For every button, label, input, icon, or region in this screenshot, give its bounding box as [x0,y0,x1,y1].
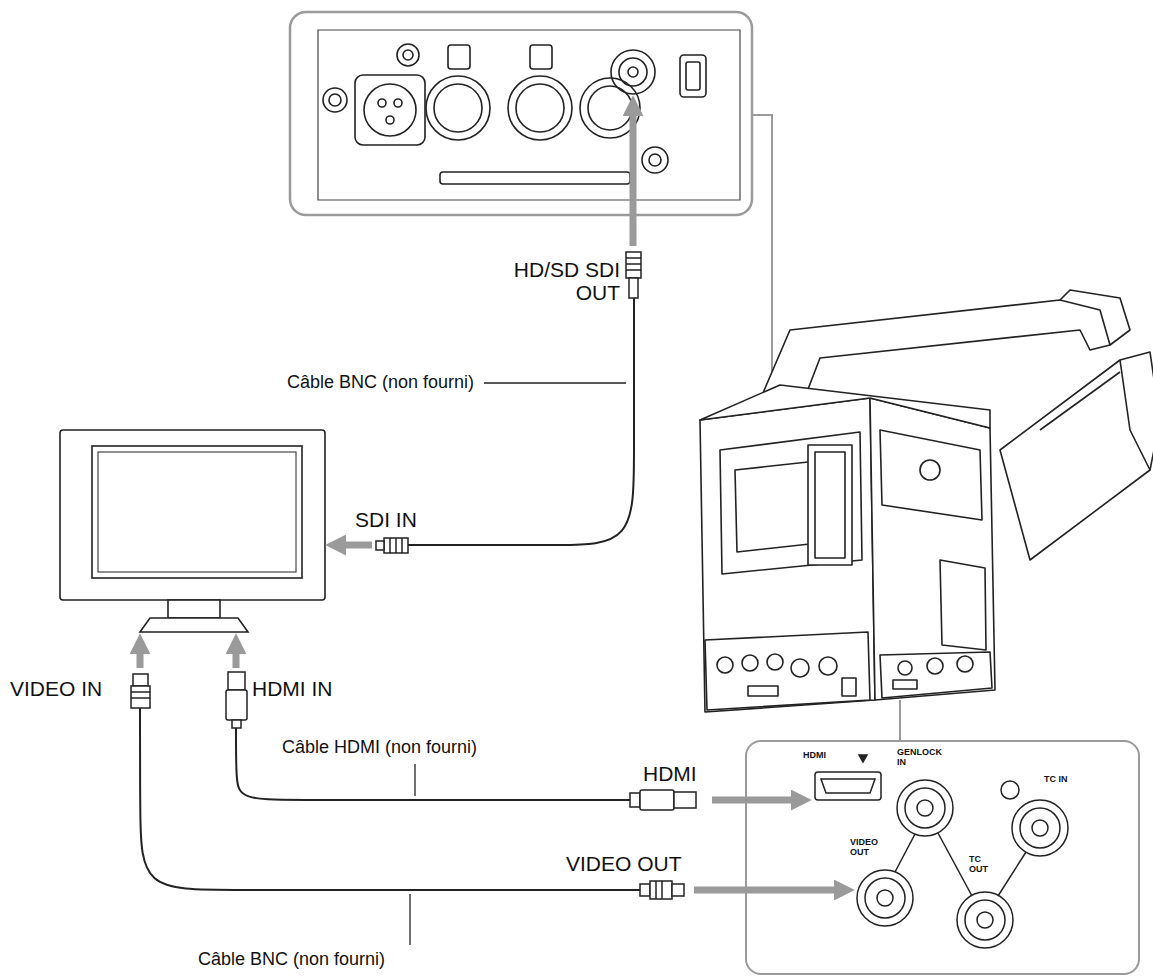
camcorder [700,290,1153,712]
cable [236,728,630,800]
cable-label: Câble BNC (non fourni) [198,950,385,970]
connector-panel-ports [815,755,1068,948]
connector-name: VIDEO OUT [566,852,682,875]
connector-name: HD/SD SDI OUT [490,258,620,304]
port-label: TC OUT [969,855,999,875]
cable-label: Câble HDMI (non fourni) [282,738,477,758]
port-label: GENLOCK IN [897,748,949,768]
connector-name: VIDEO IN [10,677,102,700]
connector-name: SDI IN [355,508,417,531]
top-inset-panel [290,12,752,215]
port-label: TC IN [1044,775,1068,785]
monitor [60,430,325,632]
cable-label: Câble BNC (non fourni) [287,373,474,393]
cable [140,708,640,890]
cable [408,298,634,545]
connector-panel-inset: HDMI GENLOCK IN TC IN VIDEO OUT TC OUT [745,740,1140,975]
connector-name: HDMI IN [252,677,333,700]
connector-name: HDMI [643,762,697,785]
port-label: HDMI [803,751,826,761]
port-label: VIDEO OUT [850,838,886,858]
